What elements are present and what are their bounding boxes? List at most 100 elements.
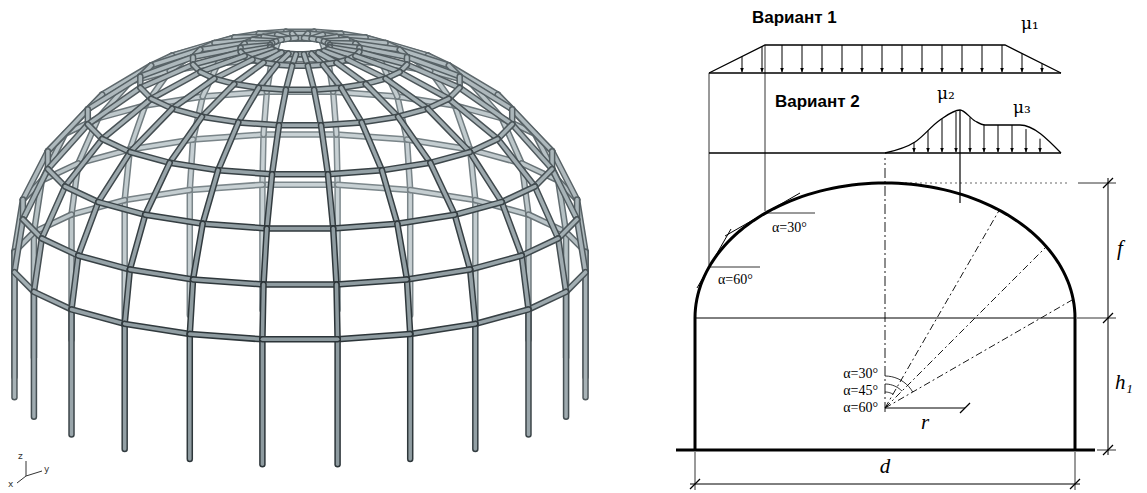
beam-face: [272, 173, 328, 177]
beam-face: [202, 84, 234, 117]
beam-face: [336, 285, 337, 340]
beam-face: [502, 202, 522, 256]
beam-outline: [31, 292, 38, 417]
load-arrow: [1042, 64, 1043, 73]
steel-beam: [279, 125, 321, 126]
steel-beam: [397, 215, 454, 224]
steel-beam: [328, 170, 382, 174]
beam-outline: [72, 309, 125, 323]
beam-face: [333, 228, 336, 284]
steel-beam: [234, 63, 263, 84]
beam-outline: [470, 256, 522, 270]
steel-beam: [308, 66, 314, 90]
steel-beam: [366, 84, 398, 117]
beam-face: [386, 79, 428, 109]
steel-beam: [203, 224, 267, 229]
steel-beam: [78, 202, 98, 256]
steel-beam: [566, 292, 567, 417]
beam-face: [238, 122, 279, 125]
beam-outline: [23, 169, 48, 219]
beam-outline: [407, 65, 460, 88]
dimension-line: [1108, 178, 1109, 455]
steel-beam: [336, 279, 406, 284]
beam-outline: [234, 63, 263, 84]
beam-face: [32, 292, 36, 417]
angle-arc: [885, 376, 913, 392]
axis-label: y: [44, 464, 49, 474]
steel-beam: [410, 334, 411, 459]
dimension-label: h₁: [1115, 370, 1133, 394]
beam-face: [455, 202, 502, 215]
beam-face: [190, 279, 193, 334]
beam-face: [321, 125, 328, 174]
beam-face: [398, 117, 430, 163]
beam-face: [14, 272, 33, 292]
angle-label: α=45°: [843, 383, 878, 399]
beam-outline: [314, 88, 341, 90]
steel-beam: [566, 272, 585, 292]
beam-outline: [140, 65, 193, 88]
beam-outline: [428, 109, 470, 152]
beam-face: [234, 63, 263, 84]
steel-beam: [428, 99, 449, 109]
steel-beam: [238, 122, 279, 125]
beam-outline: [264, 92, 267, 135]
steel-beam: [407, 279, 410, 334]
beam-face: [566, 272, 585, 292]
beam-face: [23, 169, 48, 219]
steel-beam: [151, 99, 172, 109]
beam-face: [382, 163, 430, 171]
steel-beam: [470, 139, 498, 152]
steel-beam: [202, 84, 234, 117]
beam-outline: [78, 256, 130, 270]
beam-face: [341, 88, 361, 123]
steel-beam: [264, 92, 267, 135]
steel-beam: [410, 324, 475, 334]
beam-outline: [272, 171, 328, 178]
beam-outline: [338, 334, 411, 339]
beam-outline: [65, 139, 102, 186]
steel-beam: [407, 270, 470, 280]
reference-line: [709, 267, 760, 268]
steel-beam: [328, 174, 333, 228]
steel-beam: [140, 65, 193, 88]
load-arrow: [882, 45, 883, 72]
beam-face: [218, 170, 272, 174]
steel-beam: [333, 228, 336, 284]
beam-face: [170, 163, 218, 171]
angle-arc: [885, 392, 893, 394]
steel-beam: [475, 309, 528, 323]
beam-outline: [522, 238, 558, 255]
beam-outline: [407, 279, 410, 334]
steel-beam: [130, 152, 170, 163]
beam-outline: [68, 309, 75, 434]
beam-outline: [336, 63, 365, 84]
wall: [694, 318, 697, 450]
beam-outline: [563, 292, 570, 417]
steel-beam: [430, 163, 455, 215]
beam-outline: [125, 324, 190, 334]
beam-face: [430, 163, 455, 215]
beam-face: [193, 279, 263, 284]
beam-outline: [264, 228, 267, 284]
beam-face: [130, 152, 170, 163]
beam-face: [272, 125, 279, 174]
beam-face: [42, 238, 78, 255]
dimension-line: [690, 484, 1080, 485]
steel-beam: [397, 224, 407, 280]
load-arrow: [914, 142, 915, 152]
load-coefficient: μ₁: [1021, 14, 1039, 34]
beam-face: [42, 186, 65, 238]
steel-beam: [262, 339, 263, 464]
beam-outline: [308, 66, 314, 90]
steel-beam: [407, 65, 460, 88]
axis-label: x: [8, 479, 13, 489]
beam-face: [267, 227, 333, 231]
load-arrow: [928, 131, 929, 152]
beam-outline: [259, 88, 286, 90]
beam-face: [218, 122, 238, 170]
load-arrow: [742, 57, 743, 73]
beam-outline: [130, 215, 145, 270]
steel-beam: [193, 279, 263, 284]
